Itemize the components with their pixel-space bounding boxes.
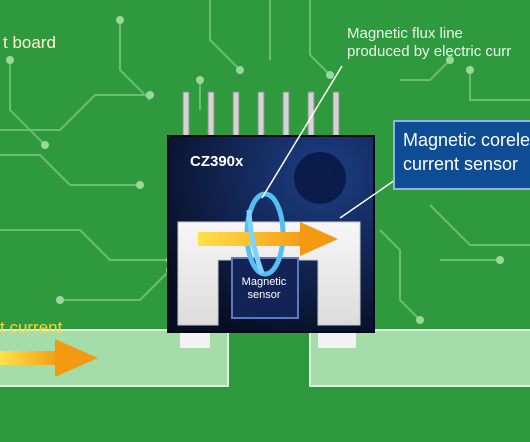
chip-model-label: CZ390x [190,153,244,170]
sensor-callout-box [393,120,530,190]
magnetic-sensor-label: Magnetic sensor [236,276,292,302]
chip-marker [294,152,346,204]
sensor-callout-label: Magnetic corele current sensor [403,128,530,176]
sensor-leader-line [339,179,396,219]
circuit-board-label: t board [3,33,56,52]
flux-line-label: Magnetic flux line produced by electric … [347,25,511,61]
flux-ring-front [246,209,265,274]
magnetic-sensor-label-line1: Magnetic [241,276,287,288]
sensor-callout-line1: Magnetic corele [403,130,530,150]
circuit-traces [0,0,530,321]
magnetic-sensor-chip [231,257,299,319]
flux-line-label-line1: Magnetic flux line [347,25,463,42]
external-current-arrow-icon [0,339,98,377]
magnetic-sensor-label-line2: sensor [247,289,281,301]
flux-leader-line [261,65,343,199]
sensor-callout-line2: current sensor [403,154,519,174]
chip-pins [182,91,340,141]
current-label: t current [0,318,63,337]
flux-line-label-line2: produced by electric curr [347,43,512,60]
